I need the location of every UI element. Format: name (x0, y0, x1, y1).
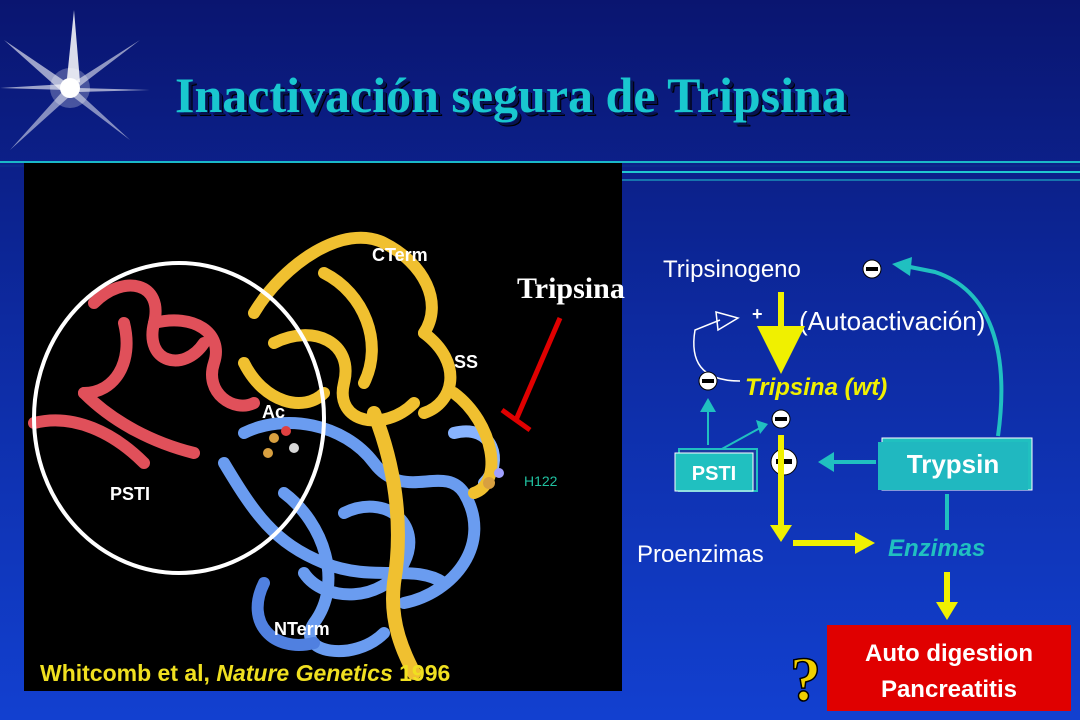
psti-box: PSTI (674, 448, 758, 492)
proenzimas-label: Proenzimas (637, 541, 764, 568)
outcome-line1: Auto digestion (865, 640, 1033, 667)
minus-badge-psti-side (698, 371, 718, 391)
citation-authors: Whitcomb et al, (40, 660, 216, 686)
inhibition-symbol (500, 317, 563, 433)
citation-year: 1996 (393, 660, 451, 686)
outcome-box: Auto digestion Pancreatitis (827, 625, 1071, 711)
label-psti: PSTI (110, 484, 150, 504)
autoactivation-loop (693, 319, 741, 382)
label-h122: H122 (524, 473, 558, 489)
protein-structure-image: CTerm SS Ac PSTI NTerm H122 Whitcomb et … (28, 231, 558, 686)
label-ss: SS (454, 352, 478, 372)
citation: Whitcomb et al, Nature Genetics 1996 (40, 660, 450, 686)
trypsin-blue-domain (218, 417, 500, 658)
tripsina-label: Tripsina (517, 272, 625, 305)
arrow-trypsin-to-inhibit-head (818, 452, 834, 472)
arrow-trypsin-to-tripsinogeno (904, 264, 1004, 437)
enzimas-label: Enzimas (888, 535, 985, 562)
starburst-logo (0, 10, 150, 150)
page-title: Inactivación segura de Tripsina (175, 67, 847, 123)
outcome-line2: Pancreatitis (881, 676, 1017, 703)
minus-badge-tripsinogeno (862, 259, 882, 279)
arrow-trypsin-to-tripsinogeno-head (892, 257, 912, 276)
autoactivacion-label: (Autoactivación) (799, 306, 985, 336)
tripsina-wt-label: Tripsina (wt) (745, 374, 887, 401)
arrow-enzimas-to-outcome-head (936, 602, 958, 620)
citation-journal: Nature Genetics (216, 660, 392, 686)
plus-sign: + (752, 304, 763, 324)
arrow-psti-diagonal (719, 427, 761, 451)
trypsin-box-label: Trypsin (907, 449, 999, 479)
label-cterm: CTerm (372, 245, 428, 265)
label-nterm: NTerm (274, 619, 330, 639)
tripsinogeno-label: Tripsinogeno (663, 256, 801, 283)
active-site-residues (263, 426, 504, 489)
arrow-psti-to-tripsina-head (700, 398, 716, 412)
autoactivation-loop-arrowhead (715, 310, 740, 332)
starburst-icon (0, 10, 150, 150)
psti-box-label: PSTI (692, 463, 736, 485)
arrow-proenzimas-to-enzimas-head (855, 532, 875, 554)
trypsin-gold-domain (238, 231, 498, 680)
label-ac: Ac (262, 402, 285, 422)
psti-highlight-circle (32, 261, 326, 575)
psti-red-domain (28, 279, 260, 469)
arrow-psti-diagonal-head (756, 420, 768, 434)
minus-badge-tripsina (771, 409, 791, 429)
arrow-tripsina-down-head (770, 525, 792, 542)
question-mark: ? (790, 646, 821, 714)
trypsin-box: Trypsin (878, 437, 1033, 491)
